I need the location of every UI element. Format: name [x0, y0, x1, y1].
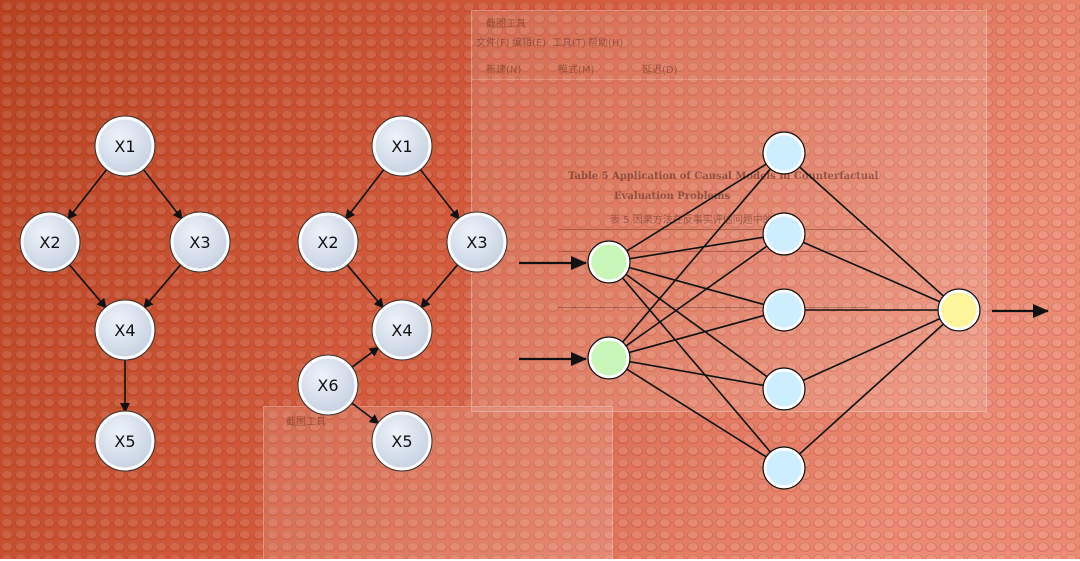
nn-output-node-1-outline [937, 288, 981, 332]
dag-right-node-x5 [372, 411, 432, 471]
doc-title-en-line1: Table 5 Application of Causal Models in … [568, 171, 879, 182]
doc-table-rule-top [558, 229, 868, 230]
nn-edge-input2-hidden5 [608, 357, 785, 469]
menu-file: 文件(F) [476, 38, 510, 49]
dag-right-node-x6 [298, 355, 358, 415]
nn-hidden-node-4-outline [762, 367, 806, 411]
faded-secondary-title: 截图工具 [286, 417, 326, 428]
dag-right-node-label-x5: X5 [391, 432, 412, 451]
dag-right-node-x4 [372, 300, 432, 360]
nn-hidden-node-1 [763, 132, 805, 174]
nn-input-node-2 [588, 337, 630, 379]
nn-edge-hidden4-output1 [783, 309, 960, 390]
nn-edge-input2-hidden4 [608, 357, 785, 390]
dag-left-edge-x2-x4 [67, 262, 107, 309]
nn-edge-input2-hidden2 [608, 233, 785, 359]
dag-left-node-label-x2: X2 [39, 233, 60, 252]
nn-edge-input1-hidden2 [608, 233, 785, 263]
faded-menu-bar: 文件(F) 编辑(E) 工具(T) 帮助(H) [472, 31, 986, 51]
neural-network [519, 131, 1049, 490]
faded-toolbar: 新建(N) 模式(M) 延迟(D) [472, 55, 986, 80]
dag-left-node-x3 [170, 212, 230, 272]
nn-edge-input1-hidden1 [608, 152, 785, 263]
nn-edge-input2-hidden1 [608, 152, 785, 359]
nn-edge-hidden2-output1 [783, 233, 960, 311]
dag-left-node-outline-x3 [169, 211, 231, 273]
dag-right-node-label-x1: X1 [391, 137, 412, 156]
nn-hidden-node-2-outline [762, 212, 806, 256]
nn-edge-input1-hidden4 [608, 261, 785, 390]
nn-input-node-1 [588, 241, 630, 283]
dag-right-node-outline-x5 [371, 410, 433, 472]
nn-hidden-node-5-outline [762, 446, 806, 490]
dag-right-edge-x6-x4 [349, 346, 380, 369]
menu-edit: 编辑(E) [512, 38, 547, 49]
nn-input-node-2-outline [587, 336, 631, 380]
menu-help: 帮助(H) [588, 38, 624, 49]
dag-left-edge-x1-x3 [141, 167, 183, 220]
nn-edge-hidden1-output1 [783, 152, 960, 311]
dag-left-node-x2 [20, 212, 80, 272]
faded-snipping-window: 截图工具 文件(F) 编辑(E) 工具(T) 帮助(H) 新建(N) 模式(M)… [471, 10, 987, 412]
nn-hidden-node-5 [763, 447, 805, 489]
dag-right-node-outline-x2 [297, 211, 359, 273]
dag-left-node-label-x4: X4 [114, 321, 135, 340]
nn-edge-hidden5-output1 [783, 309, 960, 469]
dag-right-node-outline-x6 [297, 354, 359, 416]
faded-secondary-window: 截图工具 [263, 406, 613, 561]
dag-left-node-outline-x1 [94, 115, 156, 177]
dag-right-edge-x2-x4 [345, 262, 384, 309]
dag-left-node-outline-x4 [94, 299, 156, 361]
dag-right-node-x2 [298, 212, 358, 272]
menu-tools: 工具(T) [552, 38, 586, 49]
dag-left-node-label-x5: X5 [114, 432, 135, 451]
dag-left-node-outline-x2 [19, 211, 81, 273]
nn-hidden-node-3 [763, 289, 805, 331]
dag-right-node-label-x4: X4 [391, 321, 412, 340]
toolbar-delay: 延迟(D) [642, 65, 678, 76]
dag-right-node-x3 [447, 212, 507, 272]
nn-edge-input2-hidden3 [608, 309, 785, 359]
dag-left-node-label-x1: X1 [114, 137, 135, 156]
nn-hidden-node-3-outline [762, 288, 806, 332]
dag-left-node-x5 [95, 411, 155, 471]
dag-right-node-label-x2: X2 [317, 233, 338, 252]
dag-left-node-label-x3: X3 [189, 233, 210, 252]
dag-left-node-x1 [95, 116, 155, 176]
dag-right-node-outline-x4 [371, 299, 433, 361]
nn-input-node-1-outline [587, 240, 631, 284]
doc-table-rule-mid [558, 251, 868, 252]
dag-right-node-label-x6: X6 [317, 376, 338, 395]
dag-left-node-outline-x5 [94, 410, 156, 472]
toolbar-mode: 模式(M) [558, 65, 595, 76]
nn-edge-input1-hidden3 [608, 261, 785, 311]
toolbar-new: 新建(N) [486, 65, 522, 76]
doc-title-cn: 表 5 因果方法在反事实评估问题中的应用 [610, 215, 793, 226]
dag-left-edge-x1-x2 [67, 167, 109, 220]
dag-right-edge-x1-x2 [345, 167, 386, 220]
dag-right-node-outline-x1 [371, 115, 433, 177]
nn-edge-input1-hidden5 [608, 261, 785, 469]
doc-title-en-line2: Evaluation Problems [614, 191, 731, 202]
dag-right-edge-x1-x3 [418, 167, 460, 220]
dag-right-node-outline-x3 [446, 211, 508, 273]
faded-window-title: 截图工具 [486, 19, 526, 30]
dag-left-edge-x3-x4 [143, 262, 183, 309]
dag-right-node-label-x3: X3 [466, 233, 487, 252]
dag-left-node-x4 [95, 300, 155, 360]
nn-output-node-1 [938, 289, 980, 331]
doc-table-rule-bottom [558, 307, 868, 308]
dag-right-node-x1 [372, 116, 432, 176]
dag-right-edge-x3-x4 [420, 262, 460, 309]
nn-hidden-node-2 [763, 213, 805, 255]
nn-hidden-node-1-outline [762, 131, 806, 175]
dag-right-edge-x6-x5 [349, 401, 380, 425]
nn-hidden-node-4 [763, 368, 805, 410]
